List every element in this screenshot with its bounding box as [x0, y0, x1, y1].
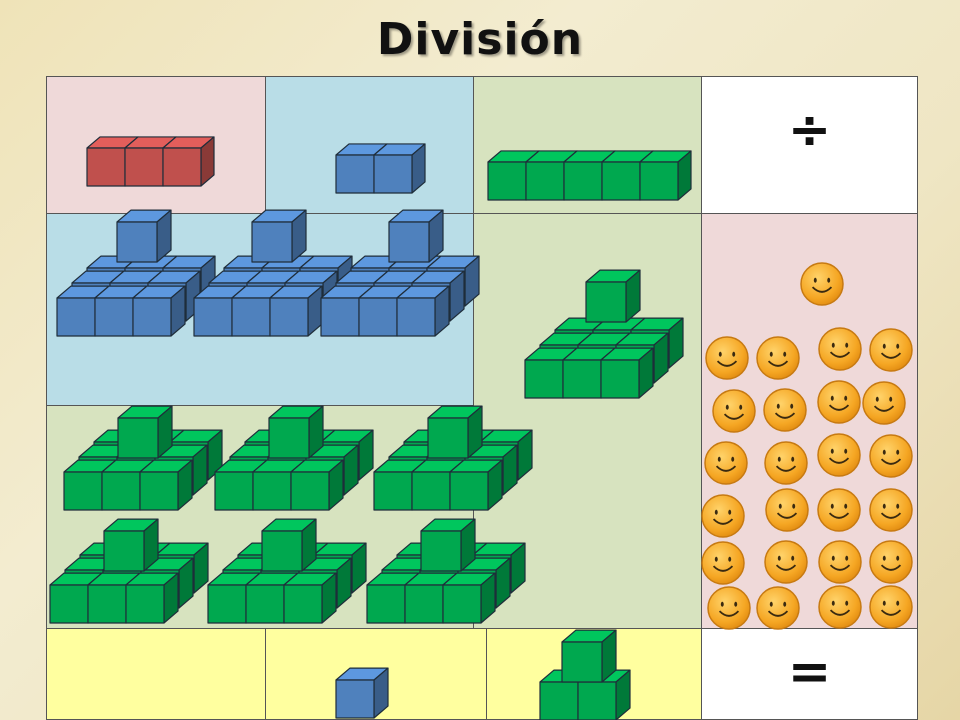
smiley-face-icon: [818, 585, 862, 629]
cube-icon: [117, 405, 173, 459]
cube-icon: [261, 518, 317, 572]
smiley-face-icon: [701, 541, 745, 585]
smiley-face-icon: [862, 381, 906, 425]
smiley-face-icon: [818, 327, 862, 371]
smiley-face-icon: [704, 441, 748, 485]
cube-icon: [335, 667, 389, 719]
smiley-face-icon: [817, 488, 861, 532]
smiley-face-icon: [869, 434, 913, 478]
equals-symbol: =: [787, 642, 832, 702]
cube-icon: [420, 518, 476, 572]
cube-icon: [639, 150, 692, 201]
divide-symbol: ÷: [787, 100, 832, 160]
cell-r4-white: [701, 628, 918, 720]
cube-icon: [139, 459, 193, 511]
cube-icon: [116, 209, 172, 263]
cube-icon: [561, 629, 617, 683]
smiley-face-icon: [765, 488, 809, 532]
page-title: División: [376, 14, 584, 65]
cube-icon: [427, 405, 483, 459]
smiley-face-icon: [763, 388, 807, 432]
smiley-face-icon: [817, 380, 861, 424]
cell-r4-yellow-1: [46, 628, 266, 720]
smiley-face-icon: [817, 433, 861, 477]
smiley-face-icon: [764, 441, 808, 485]
cube-icon: [442, 572, 496, 624]
smiley-face-icon: [869, 488, 913, 532]
smiley-face-icon: [756, 586, 800, 630]
cell-r1-white: [701, 76, 918, 214]
cube-icon: [388, 209, 444, 263]
cube-icon: [283, 572, 337, 624]
cube-icon: [396, 285, 450, 337]
cube-icon: [251, 209, 307, 263]
smiley-face-icon: [712, 389, 756, 433]
cube-icon: [125, 572, 179, 624]
cube-icon: [373, 143, 426, 194]
cube-icon: [103, 518, 159, 572]
smiley-face-icon: [764, 540, 808, 584]
smiley-face-icon: [707, 586, 751, 630]
cube-icon: [600, 347, 654, 399]
smiley-face-icon: [869, 540, 913, 584]
smiley-face-icon: [705, 336, 749, 380]
cube-icon: [269, 285, 323, 337]
cube-icon: [290, 459, 344, 511]
smiley-face-icon: [756, 336, 800, 380]
cube-icon: [162, 136, 215, 187]
smiley-face-icon: [800, 262, 844, 306]
cube-icon: [449, 459, 503, 511]
smiley-face-icon: [818, 540, 862, 584]
smiley-face-icon: [869, 328, 913, 372]
smiley-face-icon: [701, 494, 745, 538]
cube-icon: [268, 405, 324, 459]
cube-icon: [132, 285, 186, 337]
cube-icon: [585, 269, 641, 323]
smiley-face-icon: [869, 585, 913, 629]
